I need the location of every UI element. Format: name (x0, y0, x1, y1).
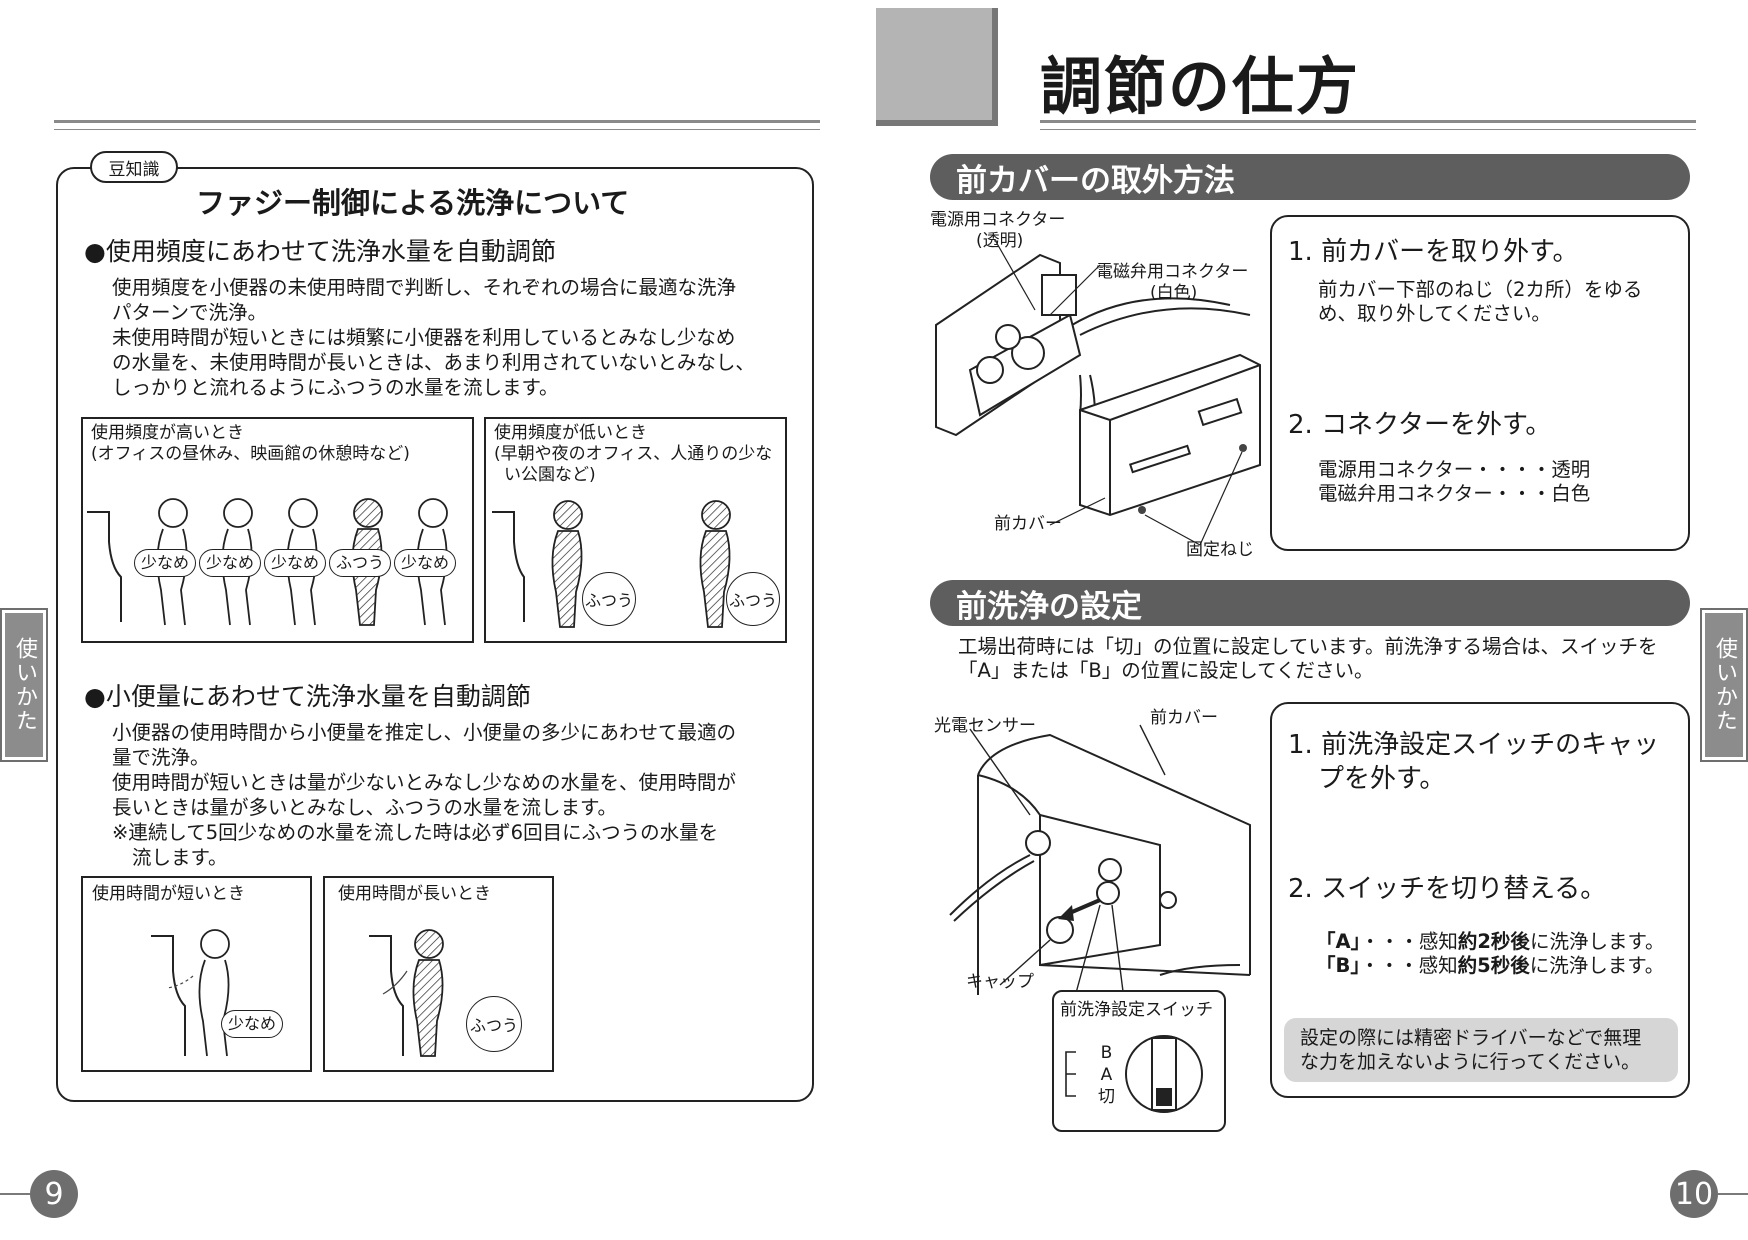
banner-prewash: 前洗浄の設定 (930, 580, 1690, 626)
label-low-1: ふつう (582, 572, 636, 626)
section1-heading: ●使用頻度にあわせて洗浄水量を自動調節 (84, 237, 556, 266)
label-high-2: 少なめ (199, 549, 261, 577)
switch-position-off: 切 (1098, 1087, 1115, 1107)
cover-step2-text: 電源用コネクター・・・・透明 電磁弁用コネクター・・・白色 (1318, 458, 1591, 505)
switch-title: 前洗浄設定スイッチ (1060, 1000, 1213, 1020)
page-title: 調節の仕方 (1040, 50, 1361, 123)
title-rule-thin (1040, 129, 1696, 130)
panel-short-illustration (151, 929, 230, 1057)
label-high-3: 少なめ (264, 549, 326, 577)
switch-positions: B A 切 (1098, 1042, 1115, 1108)
side-tab-left[interactable]: 使いかた (0, 608, 48, 762)
page-number-left: 9 (30, 1170, 78, 1218)
label-high-4: ふつう (329, 549, 391, 577)
page-number-line-left (0, 1193, 30, 1195)
callout-sensor: 光電センサー (934, 716, 1036, 736)
prewash-step2-heading: 2. スイッチを切り替える。 (1288, 874, 1607, 904)
prewash-caution-note: 設定の際には精密ドライバーなどで無理 な力を加えないように行ってください。 (1284, 1018, 1678, 1082)
label-high-1: 少なめ (134, 549, 196, 577)
section1-text: 使用頻度を小便器の未使用時間で判断し、それぞれの場合に最適な洗浄 パターンで洗浄… (112, 276, 755, 399)
switch-position-b: B (1100, 1043, 1113, 1063)
panel-short-time (81, 876, 312, 1072)
cover-removal-diagram (935, 239, 1261, 546)
label-short: 少なめ (221, 1010, 283, 1038)
panel-short-caption: 使用時間が短いとき (92, 884, 245, 904)
cover-step1-heading: 1. 前カバーを取り外す。 (1288, 237, 1579, 267)
cover-step2-heading: 2. コネクターを外す。 (1288, 410, 1552, 440)
cover-steps-box (1270, 215, 1690, 551)
option-a: 「A」・・・感知約2秒後に洗浄します。 (1316, 930, 1665, 953)
prewash-diagram (949, 724, 1251, 1016)
section2-text: 小便器の使用時間から小便量を推定し、小便量の多少にあわせて最適の 量で洗浄。 使… (112, 721, 737, 869)
panel-high-frequency (81, 417, 474, 643)
tips-title: ファジー制御による洗浄について (196, 186, 630, 220)
tip-tag: 豆知識 (90, 151, 178, 183)
label-low-2: ふつう (726, 572, 780, 626)
title-rule (1040, 120, 1696, 123)
panel-low-caption: 使用頻度が低いとき (早朝や夜のオフィス、人通りの少な い公園など) (494, 423, 773, 485)
callout-valve-connector: 電磁弁用コネクター (白色) (1096, 262, 1249, 303)
callout-prewash-front-cover: 前カバー (1150, 708, 1218, 728)
panel-long-caption: 使用時間が長いとき (338, 884, 491, 904)
page-number-right: 10 (1670, 1170, 1718, 1218)
panel-high-caption: 使用頻度が高いとき (オフィスの昼休み、映画館の休憩時など) (91, 423, 410, 464)
prewash-step2-options: 「A」・・・感知約2秒後に洗浄します。 「B」・・・感知約5秒後に洗浄します。 (1316, 930, 1665, 978)
page-number-line-right (1718, 1193, 1748, 1195)
switch-position-a: A (1100, 1065, 1113, 1085)
section2-heading: ●小便量にあわせて洗浄水量を自動調節 (84, 682, 531, 711)
switch-dial[interactable] (1052, 990, 1226, 1132)
callout-front-cover: 前カバー (994, 514, 1062, 534)
cover-step1-text: 前カバー下部のねじ（2カ所）をゆる め、取り外してください。 (1318, 278, 1643, 325)
callout-screw: 固定ねじ (1186, 540, 1254, 560)
label-high-5: 少なめ (394, 549, 456, 577)
panel-long-illustration (369, 929, 444, 1057)
tips-box (56, 167, 814, 1102)
label-long: ふつう (466, 996, 522, 1052)
title-decoration-box (876, 8, 998, 126)
panel-low-illustration (492, 500, 731, 628)
prewash-step1-heading: 1. 前洗浄設定スイッチのキャッ プを外す。 (1288, 730, 1660, 794)
prewash-intro: 工場出荷時には「切」の位置に設定しています。前洗浄する場合は、スイッチを 「A」… (958, 635, 1658, 682)
side-tab-right[interactable]: 使いかた (1700, 608, 1748, 762)
banner-cover-removal: 前カバーの取外方法 (930, 154, 1690, 200)
panel-high-illustration (87, 498, 448, 626)
callout-power-connector: 電源用コネクター (透明) (930, 210, 1066, 251)
option-b: 「B」・・・感知約5秒後に洗浄します。 (1316, 954, 1665, 977)
callout-cap: キャップ (966, 972, 1034, 992)
header-rule-thin (54, 129, 820, 130)
header-rule (54, 120, 820, 123)
